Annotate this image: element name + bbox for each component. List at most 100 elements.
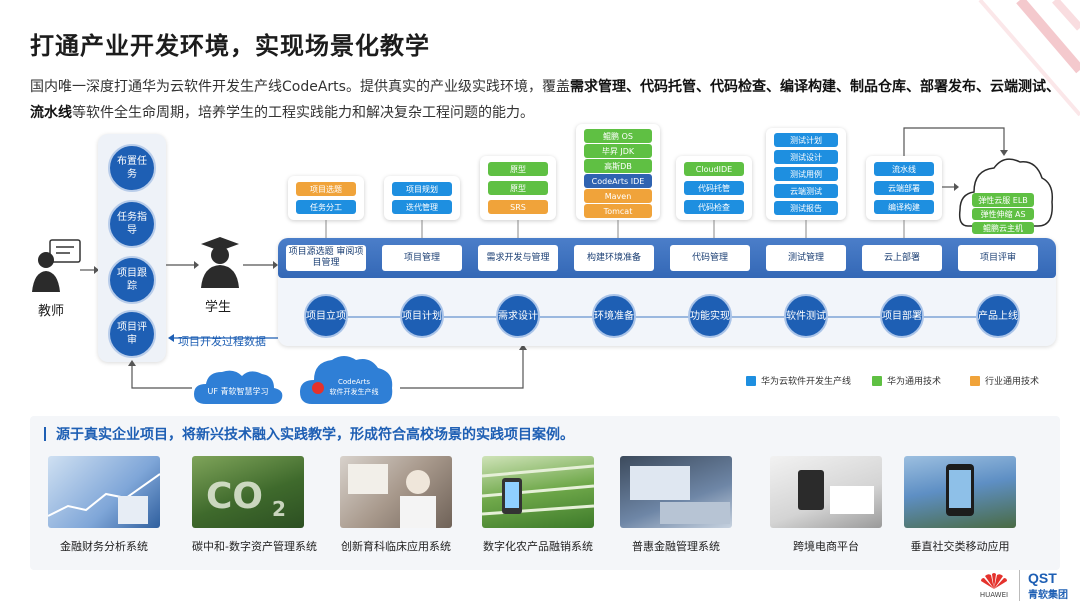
qst-logo: QST 青软集团 — [1019, 570, 1068, 601]
case-image — [48, 456, 160, 528]
step-feature-impl[interactable]: 功能实现 — [688, 294, 732, 338]
tool-card-test: 测试计划 测试设计 测试用例 云端测试 测试报告 — [766, 128, 846, 220]
qst-text: QST — [1028, 570, 1057, 586]
tool-item[interactable]: 测试报告 — [774, 201, 838, 215]
tool-item[interactable]: 鲲鹏 OS — [584, 129, 652, 143]
footer-logos: HUAWEI QST 青软集团 — [979, 570, 1068, 601]
tool-item[interactable]: 测试用例 — [774, 167, 838, 181]
step-project-plan[interactable]: 项目计划 — [400, 294, 444, 338]
case-caption: 金融财务分析系统 — [60, 540, 148, 553]
svg-text:CO: CO — [206, 476, 263, 517]
tool-item[interactable]: 测试设计 — [774, 150, 838, 164]
case-caption: 垂直社交类移动应用 — [910, 540, 1010, 553]
tool-item[interactable]: 测试计划 — [774, 133, 838, 147]
role-project-tracking[interactable]: 项目跟踪 — [108, 256, 156, 304]
case-agri-sales[interactable]: 数字化农产品融销系统 — [482, 456, 594, 554]
case-clinical-app[interactable]: 创新育科临床应用系统 — [340, 456, 452, 554]
tool-item[interactable]: 高斯DB — [584, 159, 652, 173]
tool-item[interactable]: 云端测试 — [774, 184, 838, 198]
codearts-label: CodeArts — [338, 378, 370, 386]
arrow-roles-student — [166, 261, 199, 269]
qst-learning-cloud: UF 青软智慧学习 — [194, 370, 283, 404]
tool-card-impl: CloudIDE 代码托管 代码检查 — [676, 156, 752, 220]
role-project-review[interactable]: 项目评审 — [108, 310, 156, 358]
tool-item[interactable]: Maven — [584, 189, 652, 203]
management-bar: 项目源选题 审阅项目管理 项目管理 需求开发与管理 构建环境准备 代码管理 测试… — [278, 238, 1056, 278]
teacher-roles-panel: 布置任务 任务指导 项目跟踪 项目评审 — [98, 134, 166, 362]
mgmt-deploy[interactable]: 云上部署 — [862, 245, 942, 271]
codearts-sub-label: 软件开发生产线 — [330, 387, 379, 396]
legend-industry-tech: 行业通用技术 — [970, 374, 1039, 387]
tool-item[interactable]: 弹性伸缩 AS — [972, 208, 1034, 220]
mgmt-testing[interactable]: 测试管理 — [766, 245, 846, 271]
tool-item[interactable]: SRS — [488, 200, 548, 214]
case-caption: 数字化农产品融销系统 — [483, 540, 593, 553]
qst-learning-label: UF 青软智慧学习 — [208, 386, 269, 396]
case-image — [482, 456, 594, 528]
step-product-launch[interactable]: 产品上线 — [976, 294, 1020, 338]
mgmt-project-management[interactable]: 项目管理 — [382, 245, 462, 271]
step-env-prep[interactable]: 环境准备 — [592, 294, 636, 338]
step-software-test[interactable]: 软件测试 — [784, 294, 828, 338]
intro-text: 国内唯一深度打通华为云软件开发生产线CodeArts。提供真实的产业级实践环境，… — [30, 79, 1060, 121]
student-label: 学生 — [205, 300, 232, 315]
tool-item[interactable]: CloudIDE — [684, 162, 744, 176]
case-social-mobile[interactable]: 垂直社交类移动应用 — [904, 456, 1016, 554]
role-assign-task[interactable]: 布置任务 — [108, 144, 156, 192]
huawei-icon — [981, 573, 1007, 589]
case-cross-border[interactable]: 跨境电商平台 — [770, 456, 882, 554]
tool-item[interactable]: CodeArts IDE — [584, 174, 652, 188]
legend-swatch — [970, 375, 980, 386]
mgmt-requirements[interactable]: 需求开发与管理 — [478, 245, 558, 271]
case-image — [620, 456, 732, 528]
legend-huawei-codearts: 华为云软件开发生产线 — [746, 374, 851, 387]
case-image — [340, 456, 452, 528]
tool-card-design: 原型 原型 SRS — [480, 156, 556, 220]
mgmt-build-env[interactable]: 构建环境准备 — [574, 245, 654, 271]
role-task-guidance[interactable]: 任务指导 — [108, 200, 156, 248]
tool-item[interactable]: 项目规划 — [392, 182, 452, 196]
mgmt-project-selection[interactable]: 项目源选题 审阅项目管理 — [286, 245, 366, 271]
tool-item[interactable]: 云端部署 — [874, 181, 934, 195]
mgmt-review[interactable]: 项目评审 — [958, 245, 1038, 271]
tool-item[interactable]: 原型 — [488, 181, 548, 195]
case-image: CO 2 — [192, 456, 304, 528]
heading-bar — [44, 427, 46, 441]
pipeline-panel: 项目源选题 审阅项目管理 项目管理 需求开发与管理 构建环境准备 代码管理 测试… — [278, 238, 1056, 346]
tool-card-plan: 项目规划 迭代管理 — [384, 176, 460, 220]
step-requirement-design[interactable]: 需求设计 — [496, 294, 540, 338]
huawei-logo: HUAWEI — [979, 572, 1009, 599]
tool-item[interactable]: Tomcat — [584, 204, 652, 218]
tool-item[interactable]: 流水线 — [874, 162, 934, 176]
tool-item[interactable]: 代码检查 — [684, 200, 744, 214]
teacher-label: 教师 — [38, 304, 65, 319]
tool-item[interactable]: 任务分工 — [296, 200, 356, 214]
legend-swatch — [872, 375, 882, 386]
tool-item[interactable]: 编译构建 — [874, 200, 934, 214]
deploy-cloud-connector — [903, 127, 1008, 156]
qst-subtext: 青软集团 — [1028, 590, 1068, 601]
svg-text:2: 2 — [272, 497, 286, 521]
page-title: 打通产业开发环境，实现场景化教学 — [30, 32, 430, 60]
tool-item[interactable]: 毕昇 JDK — [584, 144, 652, 158]
legend-huawei-tech: 华为通用技术 — [872, 374, 941, 387]
teacher-icon — [32, 239, 81, 292]
tool-item[interactable]: 原型 — [488, 162, 548, 176]
case-inclusive-finance[interactable]: 普惠金融管理系统 — [620, 456, 732, 554]
case-finance-analysis[interactable]: 金融财务分析系统 — [48, 456, 160, 554]
mgmt-code[interactable]: 代码管理 — [670, 245, 750, 271]
case-image — [904, 456, 1016, 528]
tool-item[interactable]: 迭代管理 — [392, 200, 452, 214]
tool-item[interactable]: 弹性云服 ELB — [972, 193, 1034, 207]
tool-card-init: 项目选题 任务分工 — [288, 176, 364, 220]
step-project-deploy[interactable]: 项目部署 — [880, 294, 924, 338]
tool-item[interactable]: 鲲鹏云主机 — [972, 222, 1034, 234]
arrow-process-data — [168, 334, 278, 342]
tool-item[interactable]: 项目选题 — [296, 182, 356, 196]
case-heading: 源于真实企业项目，将新兴技术融入实践教学，形成符合高校场景的实践项目案例。 — [44, 424, 574, 444]
tool-item[interactable]: 代码托管 — [684, 181, 744, 195]
codearts-cloud: CodeArts 软件开发生产线 — [300, 356, 393, 404]
card-connectors — [325, 220, 905, 238]
step-project-init[interactable]: 项目立项 — [304, 294, 348, 338]
